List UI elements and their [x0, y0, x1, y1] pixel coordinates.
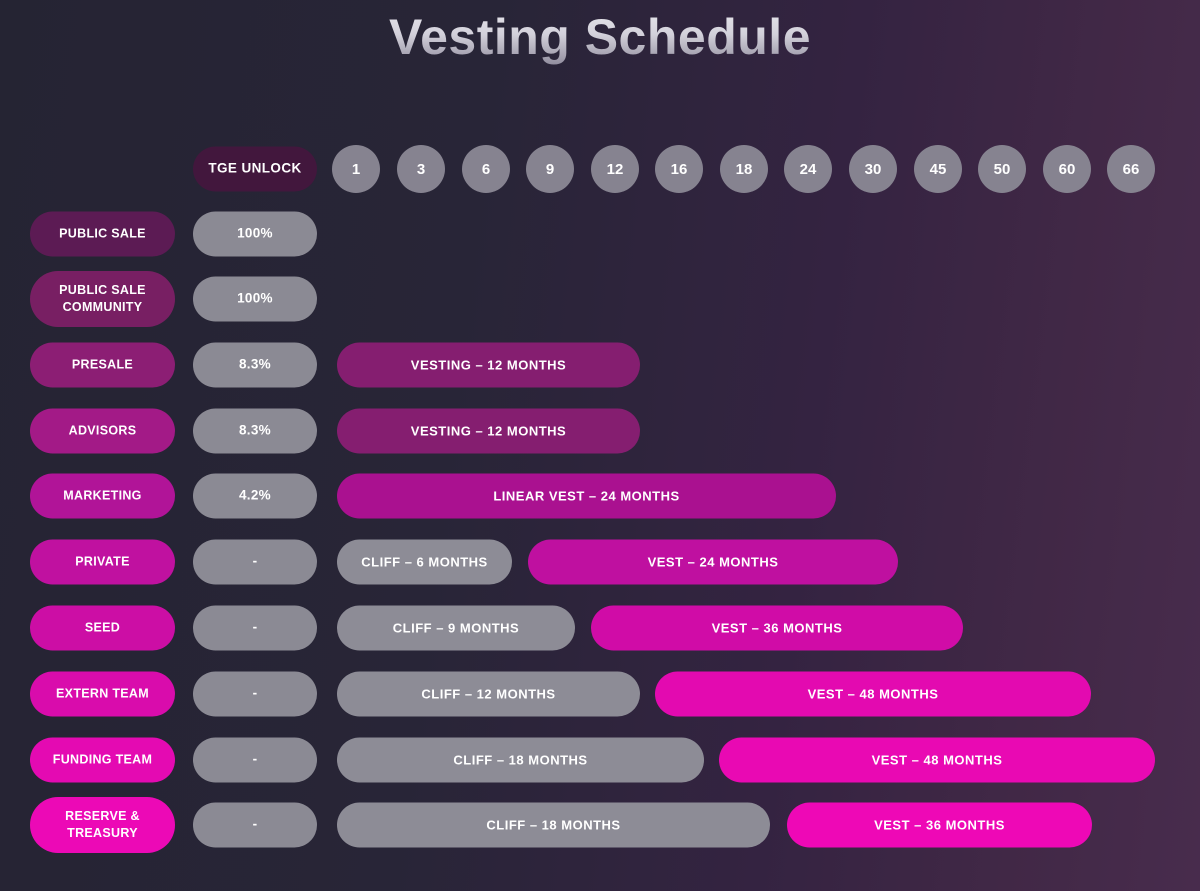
tge-value-presale: 8.3% [193, 342, 317, 388]
month-circle-6: 6 [462, 145, 510, 193]
month-circle-24: 24 [784, 145, 832, 193]
row-private: PRIVATE - CLIFF – 6 MONTHS VEST – 24 MON… [0, 534, 1200, 590]
vest-bar-presale: VESTING – 12 MONTHS [337, 342, 640, 388]
tge-value-advisors: 8.3% [193, 408, 317, 454]
vest-bar-advisors: VESTING – 12 MONTHS [337, 408, 640, 454]
month-circle-1: 1 [332, 145, 380, 193]
row-presale: PRESALE 8.3% VESTING – 12 MONTHS [0, 337, 1200, 393]
timeline-header-row: TGE UNLOCK 1 3 6 9 12 16 18 24 30 45 50 … [0, 141, 1200, 197]
cliff-bar-seed: CLIFF – 9 MONTHS [337, 605, 575, 651]
tge-value-private: - [193, 539, 317, 585]
cliff-bar-private: CLIFF – 6 MONTHS [337, 539, 512, 585]
tge-value-reserve-treasury: - [193, 802, 317, 848]
month-circle-9: 9 [526, 145, 574, 193]
vest-bar-funding-team: VEST – 48 MONTHS [719, 737, 1155, 783]
row-marketing: MARKETING 4.2% LINEAR VEST – 24 MONTHS [0, 468, 1200, 524]
month-circle-30: 30 [849, 145, 897, 193]
month-circle-18: 18 [720, 145, 768, 193]
row-seed: SEED - CLIFF – 9 MONTHS VEST – 36 MONTHS [0, 600, 1200, 656]
row-label-funding-team: FUNDING TEAM [30, 737, 175, 783]
row-label-private: PRIVATE [30, 539, 175, 585]
row-label-public-sale-community: PUBLIC SALE COMMUNITY [30, 271, 175, 327]
vest-bar-marketing: LINEAR VEST – 24 MONTHS [337, 473, 836, 519]
row-label-marketing: MARKETING [30, 473, 175, 519]
cliff-bar-extern-team: CLIFF – 12 MONTHS [337, 671, 640, 717]
month-circle-45: 45 [914, 145, 962, 193]
month-circle-66: 66 [1107, 145, 1155, 193]
month-circle-12: 12 [591, 145, 639, 193]
tge-value-marketing: 4.2% [193, 473, 317, 519]
row-label-extern-team: EXTERN TEAM [30, 671, 175, 717]
row-public-sale-community: PUBLIC SALE COMMUNITY 100% [0, 271, 1200, 327]
vest-bar-seed: VEST – 36 MONTHS [591, 605, 963, 651]
month-circle-60: 60 [1043, 145, 1091, 193]
vest-bar-private: VEST – 24 MONTHS [528, 539, 898, 585]
month-circle-16: 16 [655, 145, 703, 193]
tge-value-extern-team: - [193, 671, 317, 717]
page-title: Vesting Schedule [0, 8, 1200, 66]
tge-value-seed: - [193, 605, 317, 651]
tge-value-funding-team: - [193, 737, 317, 783]
row-funding-team: FUNDING TEAM - CLIFF – 18 MONTHS VEST – … [0, 732, 1200, 788]
tge-value-public-sale: 100% [193, 211, 317, 257]
cliff-bar-funding-team: CLIFF – 18 MONTHS [337, 737, 704, 783]
row-label-seed: SEED [30, 605, 175, 651]
row-reserve-treasury: RESERVE & TREASURY - CLIFF – 18 MONTHS V… [0, 797, 1200, 853]
cliff-bar-reserve-treasury: CLIFF – 18 MONTHS [337, 802, 770, 848]
row-label-public-sale: PUBLIC SALE [30, 211, 175, 257]
row-label-presale: PRESALE [30, 342, 175, 388]
row-extern-team: EXTERN TEAM - CLIFF – 12 MONTHS VEST – 4… [0, 666, 1200, 722]
month-circle-3: 3 [397, 145, 445, 193]
row-label-advisors: ADVISORS [30, 408, 175, 454]
month-circle-50: 50 [978, 145, 1026, 193]
row-public-sale: PUBLIC SALE 100% [0, 206, 1200, 262]
vest-bar-reserve-treasury: VEST – 36 MONTHS [787, 802, 1092, 848]
row-label-reserve-treasury: RESERVE & TREASURY [30, 797, 175, 853]
tge-value-public-sale-community: 100% [193, 276, 317, 322]
row-advisors: ADVISORS 8.3% VESTING – 12 MONTHS [0, 403, 1200, 459]
tge-unlock-header: TGE UNLOCK [193, 146, 317, 192]
vest-bar-extern-team: VEST – 48 MONTHS [655, 671, 1091, 717]
